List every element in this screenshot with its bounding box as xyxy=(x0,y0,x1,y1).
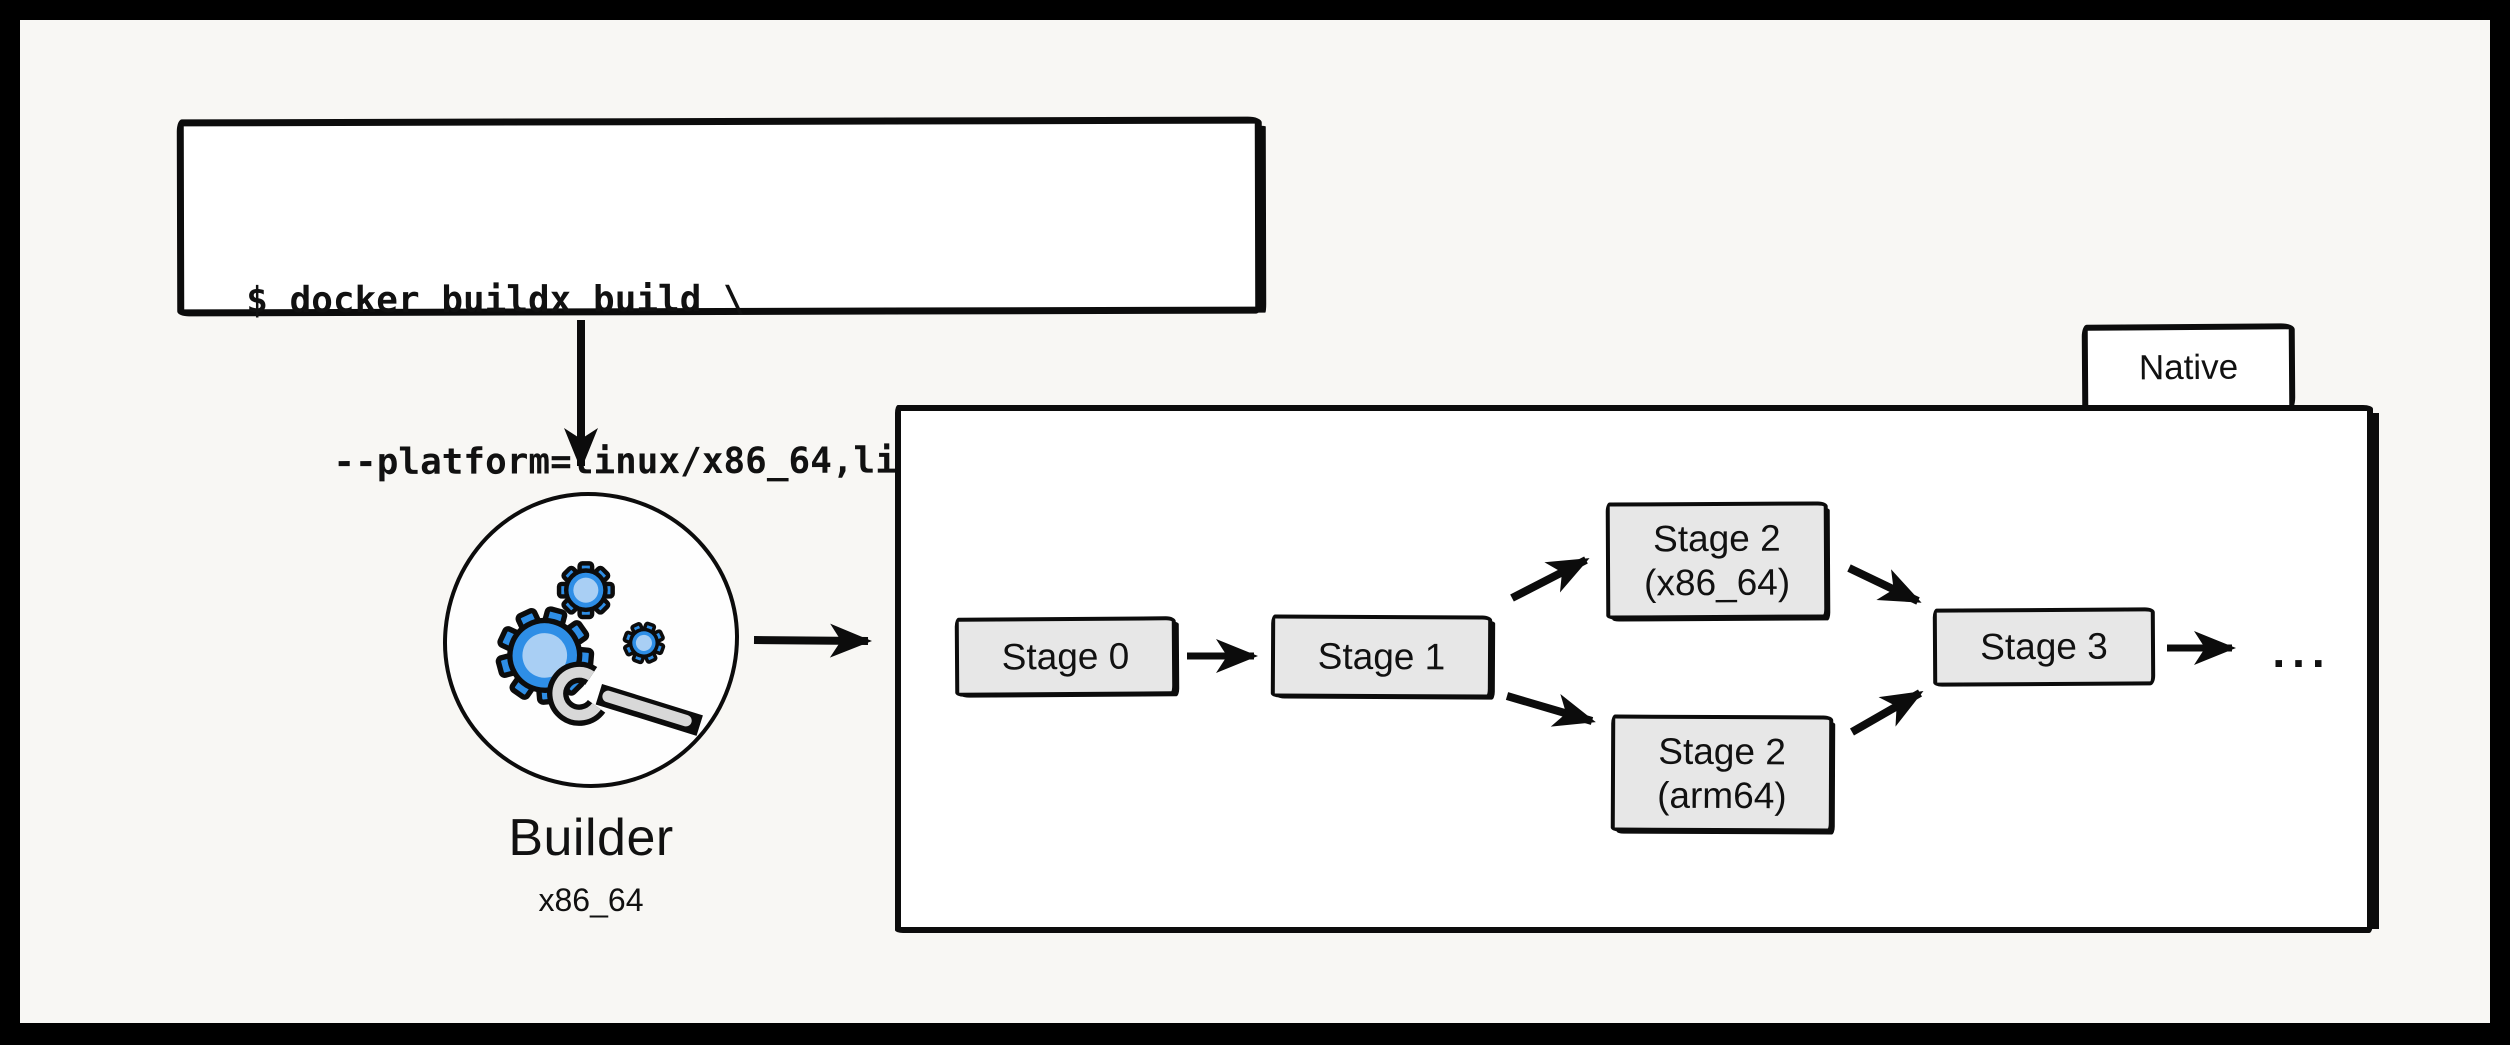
terminal-command-box: $ docker buildx build \ --platform=linux… xyxy=(176,116,1263,483)
builder-circle xyxy=(443,492,739,788)
builder-arch-label: x86_64 xyxy=(538,882,644,918)
stage-2-x86-sublabel: (x86_64) xyxy=(1643,561,1791,603)
native-tab: Native xyxy=(2081,323,2296,413)
diagram-canvas: $ docker buildx build \ --platform=linux… xyxy=(20,20,2490,1023)
pipeline-continues-ellipsis: ... xyxy=(2272,625,2332,677)
native-tab-label: Native xyxy=(2138,347,2239,388)
gears-wrench-icon xyxy=(495,561,703,736)
builder-label: Builder xyxy=(508,809,674,867)
stage-3-label: Stage 3 xyxy=(1980,625,2108,668)
wrench-icon xyxy=(547,661,703,736)
terminal-command-line-1: $ docker buildx build \ xyxy=(246,278,745,322)
stage-0-node: Stage 0 xyxy=(954,616,1177,697)
stage-2-x86-label: Stage 2 xyxy=(1652,517,1781,560)
connector-builder-to-pipeline xyxy=(753,623,872,658)
stage-2-arm-node: Stage 2 (arm64) xyxy=(1610,714,1834,833)
stage-1-label: Stage 1 xyxy=(1317,635,1446,678)
gear-small xyxy=(622,621,666,665)
stage-2-arm-sublabel: (arm64) xyxy=(1657,774,1787,816)
stage-0-label: Stage 0 xyxy=(1001,635,1130,678)
gear-medium xyxy=(556,561,615,620)
stage-1-node: Stage 1 xyxy=(1270,614,1493,699)
stage-2-arm-label: Stage 2 xyxy=(1658,730,1786,773)
stage-2-x86-node: Stage 2 (x86_64) xyxy=(1605,501,1829,620)
stage-3-node: Stage 3 xyxy=(1932,607,2156,687)
